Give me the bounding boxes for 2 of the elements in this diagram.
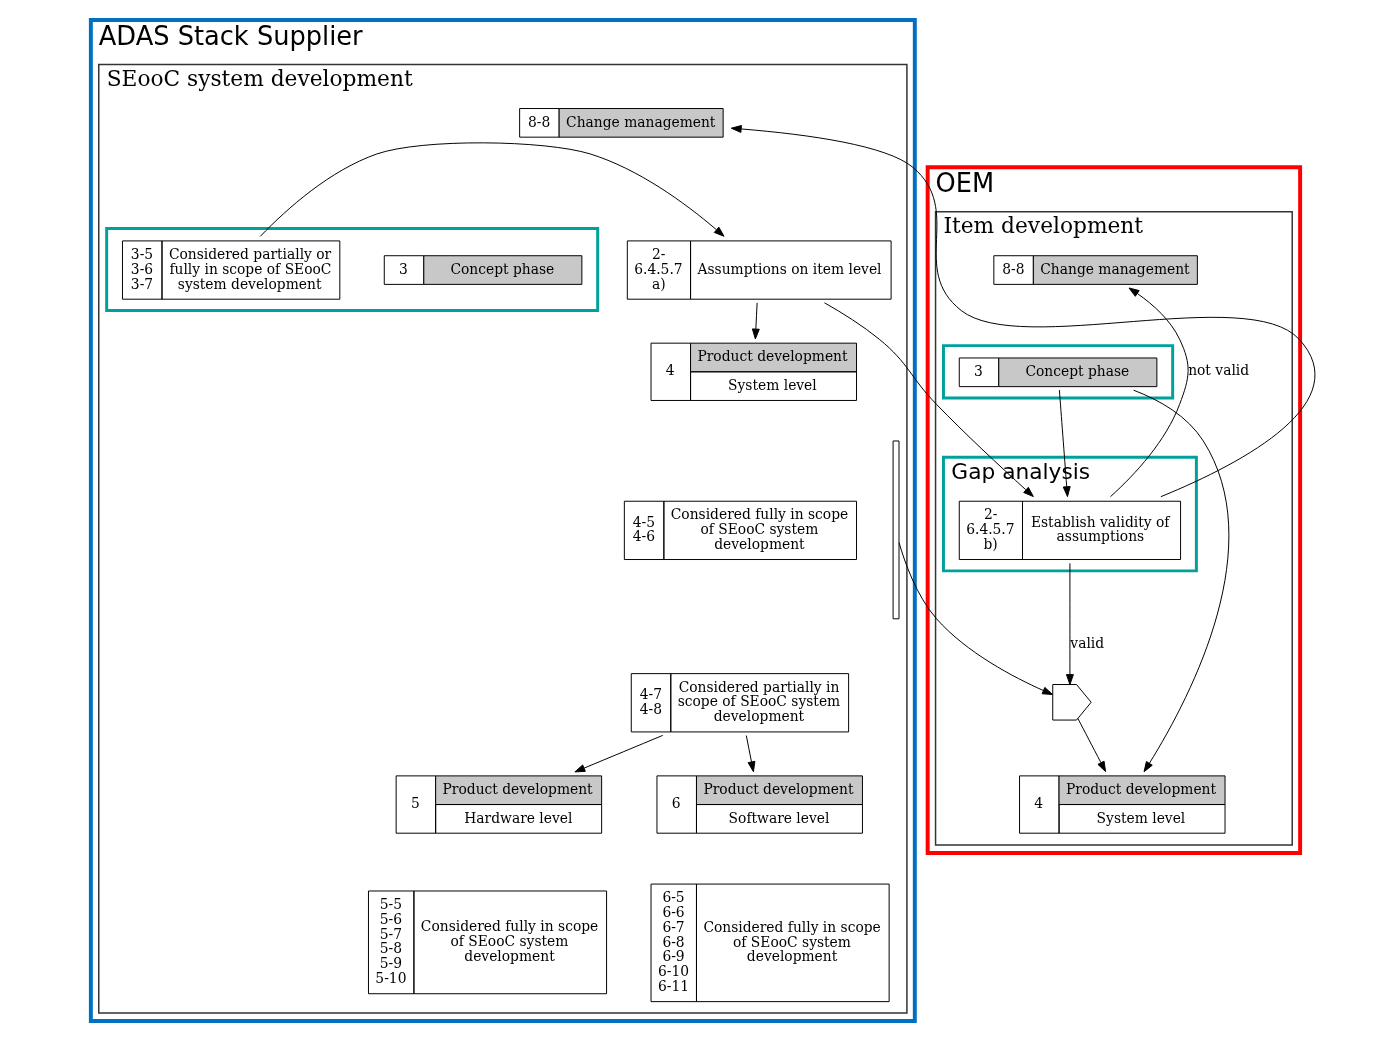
edge-label: valid — [1070, 634, 1105, 651]
edge-label: not valid — [1188, 362, 1250, 379]
